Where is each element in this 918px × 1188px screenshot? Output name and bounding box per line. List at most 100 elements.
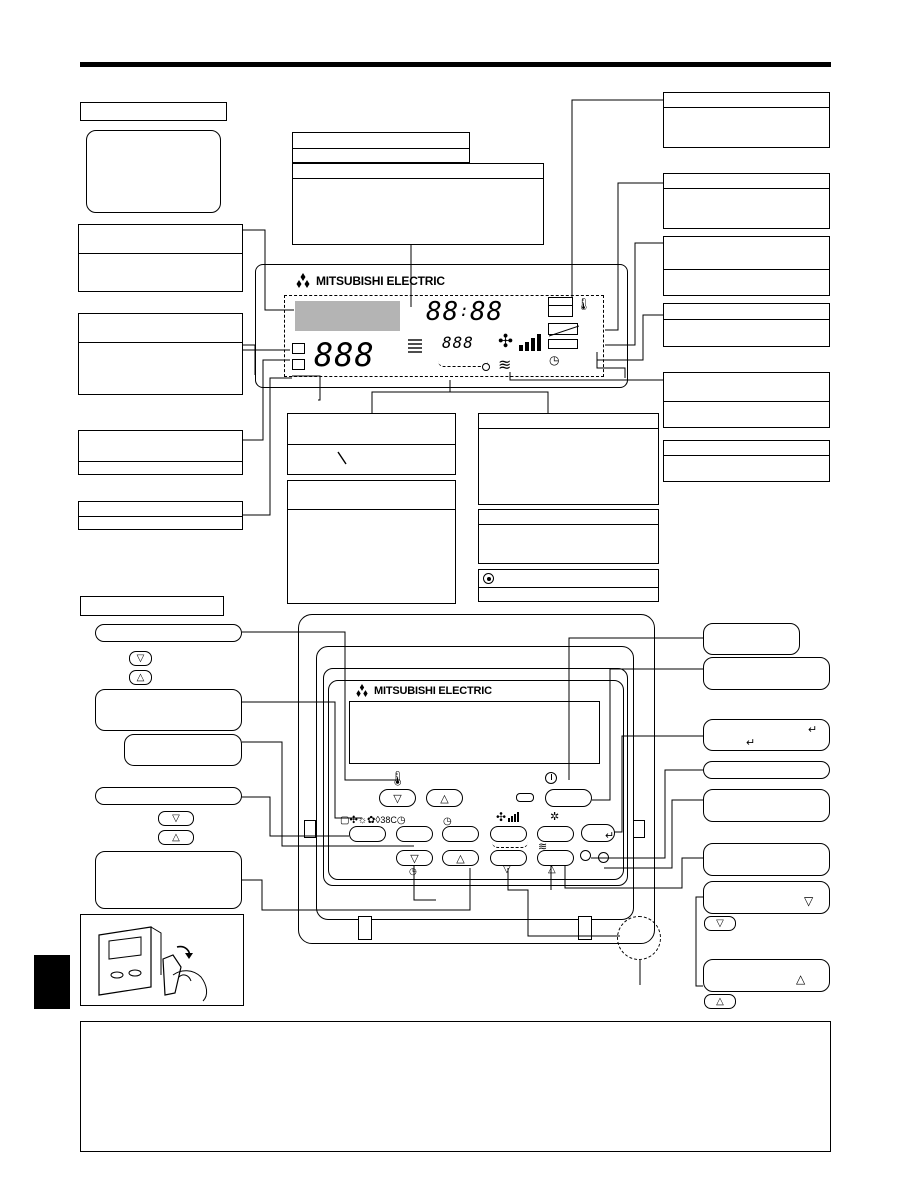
callout-current-time xyxy=(78,224,243,292)
hand-opening-cover-icon xyxy=(98,926,208,1002)
callout-filter xyxy=(78,501,243,530)
right-clip xyxy=(633,820,645,838)
callout-vane xyxy=(287,413,456,475)
header-rule xyxy=(80,62,831,67)
timer-up-legend: △ xyxy=(158,830,194,845)
vane-stroke-icon xyxy=(337,451,347,465)
unit-up-label: △ xyxy=(548,864,556,875)
callout-thermo xyxy=(663,92,830,148)
callout-weekly xyxy=(663,236,830,296)
test-run-enter-icon-2: ↵ xyxy=(746,737,756,749)
mode-button[interactable] xyxy=(349,826,386,842)
fan-icon: ✣ xyxy=(498,331,514,351)
callout-set-temperature xyxy=(78,313,243,395)
ventilation-button[interactable] xyxy=(537,850,574,866)
display-note-box xyxy=(86,130,221,213)
on-off-button[interactable] xyxy=(545,789,592,807)
callout-test-run: ↵ ↵ xyxy=(703,719,830,751)
temp-up-legend: △ xyxy=(129,670,152,685)
temp-down-button[interactable]: ▽ xyxy=(379,789,416,807)
brand-logo: MITSUBISHI ELECTRIC xyxy=(294,273,445,288)
controller-brand-logo: MITSUBISHI ELECTRIC xyxy=(354,684,492,697)
lcd-segment-area xyxy=(284,295,604,377)
vane-button-icon: ✲ xyxy=(550,811,560,823)
controller-diamonds-logo-icon xyxy=(356,684,368,697)
timer-menu-button[interactable] xyxy=(396,826,433,842)
timer-on-off-button[interactable] xyxy=(442,826,479,842)
filter-icon xyxy=(292,343,305,354)
callout-louver-button: ▽ xyxy=(703,881,830,914)
callout-ventilation-button: △ xyxy=(703,959,830,992)
thermo-icon: 🌡 xyxy=(576,297,592,311)
callout-room-temp xyxy=(78,430,243,475)
louver-button[interactable] xyxy=(490,850,527,866)
ventilation-up-legend: △ xyxy=(796,972,806,986)
callout-centralized xyxy=(292,132,470,163)
temp-button-icon: 🌡 xyxy=(389,770,407,786)
mode-icons: ▢✣☼✿◊ xyxy=(340,815,381,826)
temp-down-legend: ▽ xyxy=(129,651,152,666)
time-up-button[interactable]: △ xyxy=(442,850,479,866)
centralized-indicator xyxy=(295,301,400,331)
bottom-clip-left xyxy=(358,916,372,940)
display-section-title xyxy=(80,102,227,121)
unit-down-label: ▽ xyxy=(503,864,511,875)
controller-lcd-screen xyxy=(349,701,600,764)
timer-button-icon: ◷ xyxy=(443,816,452,827)
controller-brand-text: MITSUBISHI ELECTRIC xyxy=(374,684,492,697)
note-box xyxy=(80,1021,831,1152)
weekly-indicator xyxy=(548,339,578,349)
louver-button-icon: ≋ xyxy=(538,841,548,853)
ventilation-up-key: △ xyxy=(704,994,736,1009)
timer-down-legend: ▽ xyxy=(158,811,194,826)
vane-button[interactable] xyxy=(537,826,574,842)
ventilation-dot xyxy=(482,363,490,371)
louver-icon: ≋ xyxy=(498,357,512,374)
callout-ventilation-note xyxy=(478,569,659,602)
callout-louver-note xyxy=(478,509,659,564)
left-clip xyxy=(304,820,316,838)
check-button[interactable] xyxy=(580,850,591,861)
ventilation-symbol-icon xyxy=(483,573,494,584)
timer-small-icon: ◷ xyxy=(396,815,406,826)
remote-controller-body xyxy=(298,614,655,944)
vane-icon xyxy=(408,339,422,353)
callout-swing xyxy=(287,480,456,604)
time-down-button[interactable]: ▽ xyxy=(396,850,433,866)
thermo-box xyxy=(548,297,573,317)
clock-icon: ◷ xyxy=(549,353,560,367)
callout-clock xyxy=(663,303,830,347)
callout-mode-button xyxy=(95,689,242,731)
callout-operation-lamp xyxy=(703,657,830,690)
clock-readout: 88:88 xyxy=(426,297,503,327)
fan-button-icon: ✣ xyxy=(496,810,507,824)
power-icon xyxy=(545,772,557,784)
timer-indicator xyxy=(548,323,580,337)
swing-indicator xyxy=(438,361,488,367)
operation-lamp xyxy=(516,793,534,802)
callout-fan-speed xyxy=(478,413,659,505)
test-run-button[interactable] xyxy=(581,824,615,842)
callout-ventilation xyxy=(663,440,830,482)
vane-readout: 888 xyxy=(442,333,474,352)
callout-timer-set xyxy=(95,787,242,805)
time-button-clock-icon: ◷ xyxy=(409,866,417,876)
section-tab xyxy=(34,955,70,1009)
set-temp-readout: 888 xyxy=(314,336,375,374)
callout-on-off xyxy=(703,623,800,655)
lcd-display-panel: MITSUBISHI ELECTRIC 88:88 888 888 ✣ ≋ 🌡 … xyxy=(255,264,628,388)
callout-louver xyxy=(663,372,830,428)
enter-icon: ↵ xyxy=(605,830,615,842)
callout-check xyxy=(703,761,830,779)
brand-logo-text: MITSUBISHI ELECTRIC xyxy=(316,273,445,288)
louver-down-legend: ▽ xyxy=(804,894,814,908)
controller-bezel-outer xyxy=(316,646,634,920)
test-run-enter-icon: ↵ xyxy=(808,724,818,736)
callout-clock-set xyxy=(95,851,242,909)
mode-icons-row: ▢✣☼✿◊38C◷ xyxy=(340,815,406,826)
controller-section-title xyxy=(80,596,224,616)
diamonds-logo-icon xyxy=(296,273,310,288)
temp-up-button[interactable]: △ xyxy=(426,789,463,807)
swing-button-icon xyxy=(492,842,528,848)
